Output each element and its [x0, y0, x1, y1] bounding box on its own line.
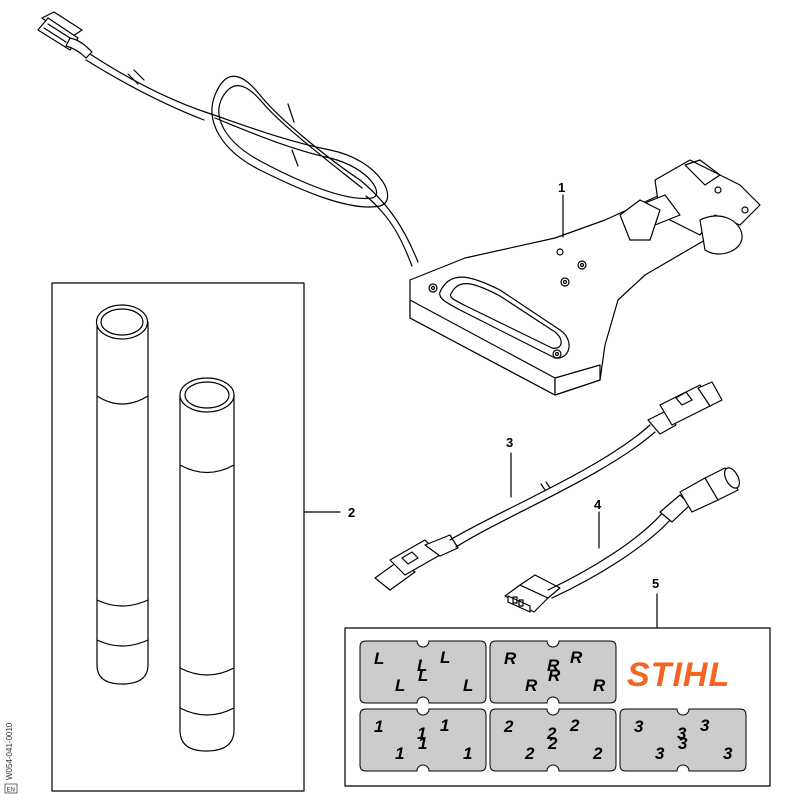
part-4-adapter-cable — [504, 467, 740, 613]
part-3-usb-cable — [374, 381, 723, 591]
callout-1: 1 — [558, 180, 565, 195]
sticker-label: 3 — [655, 744, 665, 763]
sticker-label: L — [418, 666, 428, 685]
sticker-label: R — [547, 656, 560, 675]
sticker-label: 2 — [592, 744, 603, 763]
sticker-label: 2 — [503, 717, 514, 736]
sticker-label: 2 — [547, 734, 558, 753]
sticker-label: L — [440, 648, 450, 667]
part-2-tube-right — [179, 377, 235, 752]
sticker-label: R — [548, 666, 561, 685]
language-flag — [4, 783, 18, 794]
sticker-label: 3 — [634, 717, 644, 736]
sticker-label: 2 — [546, 724, 557, 743]
sticker-label: 1 — [417, 724, 426, 743]
sticker-label: 3 — [678, 734, 688, 753]
sticker-label: L — [417, 656, 427, 675]
sticker-label: 3 — [700, 716, 710, 735]
stihl-logo: STIHL — [627, 656, 730, 694]
callout-4: 4 — [594, 497, 602, 512]
sticker-label: 2 — [569, 716, 580, 735]
callout-2: 2 — [348, 505, 355, 520]
part-1-sensor-bracket — [37, 11, 761, 396]
sticker-label: R — [525, 676, 538, 695]
sticker-label: R — [593, 676, 606, 695]
drawing-code: W054-041-0010 — [5, 722, 14, 780]
sticker-label: 1 — [374, 717, 383, 736]
sticker-label: R — [570, 648, 583, 667]
sticker-label: 2 — [524, 744, 535, 763]
part-2-box — [51, 282, 305, 792]
language-flag-label: EN — [7, 788, 15, 794]
sticker-label: 3 — [723, 744, 733, 763]
sticker-label: 1 — [463, 744, 472, 763]
part-2-tube-left — [95, 304, 149, 685]
sticker-label: 1 — [440, 716, 449, 735]
callout-3: 3 — [506, 435, 513, 450]
sticker-label: 1 — [418, 734, 427, 753]
callout-5: 5 — [652, 576, 659, 591]
sticker-label: L — [395, 676, 405, 695]
sticker-label: L — [463, 676, 473, 695]
sticker-label: L — [374, 649, 384, 668]
sticker-label: 1 — [395, 744, 404, 763]
sticker-label: R — [504, 649, 517, 668]
sticker-label: 3 — [677, 724, 687, 743]
